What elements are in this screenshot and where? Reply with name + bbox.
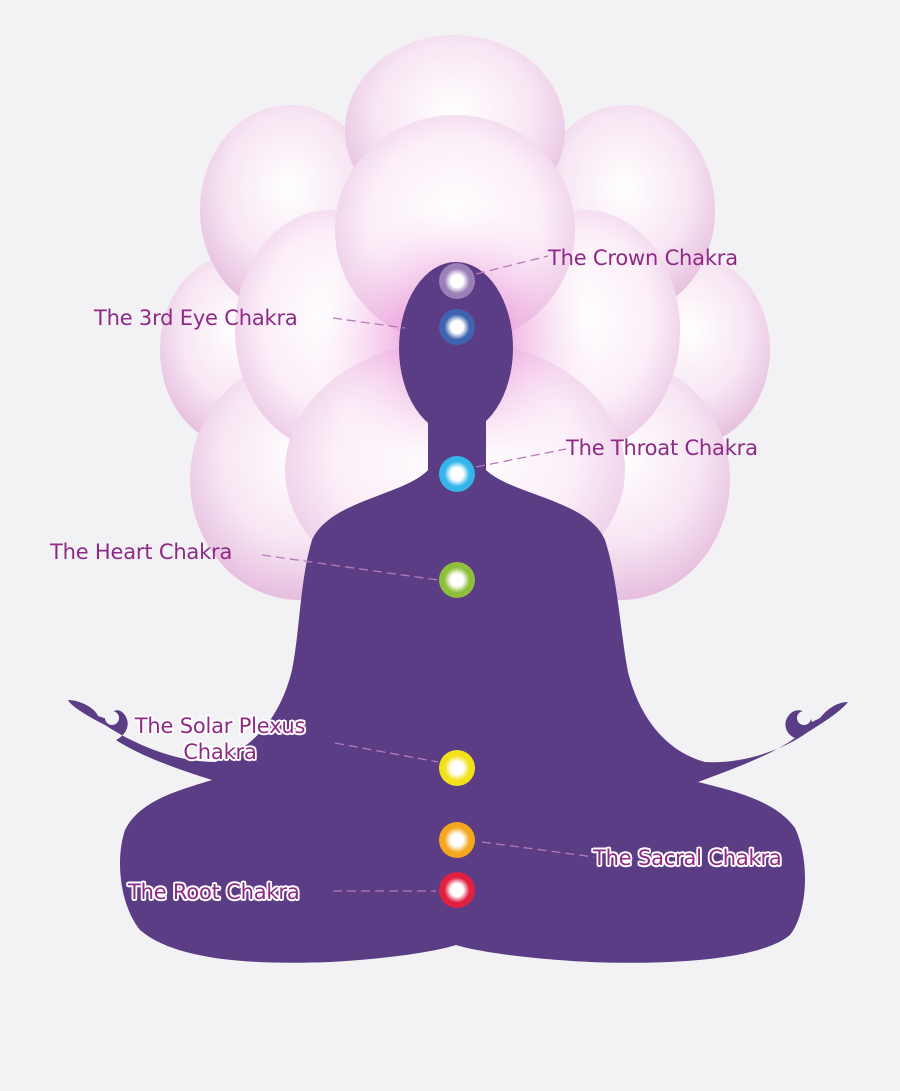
figure-head [399,262,513,434]
label-crown-chakra: The Crown Chakra [548,246,738,270]
leader-line-crown [475,255,549,275]
chakra-orb-throat [439,456,475,492]
label-root-chakra: The Root Chakra [128,880,300,904]
leader-line-throat [475,448,567,468]
leader-line-sacral [481,841,595,858]
leader-lines [261,255,595,892]
figure-body [68,470,848,963]
chakra-orbs [439,263,475,908]
right-mudra-gap [797,711,811,725]
chakra-orb-crown [439,263,475,299]
chakra-orb-heart [439,562,475,598]
chakra-orb-sacral [439,822,475,858]
label-sacral-chakra: The Sacral Chakra [593,846,782,870]
left-mudra-gap [105,711,119,725]
chakra-orb-root [439,872,475,908]
meditating-figure [68,262,848,963]
label-solar-plexus-line1: The Solar Plexus [134,714,306,738]
leader-line-heart [261,554,439,581]
label-throat-chakra: The Throat Chakra [566,436,758,460]
label-solar-plexus-line2: Chakra [183,740,257,764]
chakra-orb-solar-plexus [439,750,475,786]
leader-line-third-eye [332,317,406,329]
leader-line-solar-plexus [334,742,439,763]
label-heart-chakra: The Heart Chakra [50,540,233,564]
label-third-eye-chakra: The 3rd Eye Chakra [94,306,298,330]
label-solar-plexus-chakra: The Solar Plexus Chakra [120,713,320,765]
chakra-orb-third-eye [439,309,475,345]
